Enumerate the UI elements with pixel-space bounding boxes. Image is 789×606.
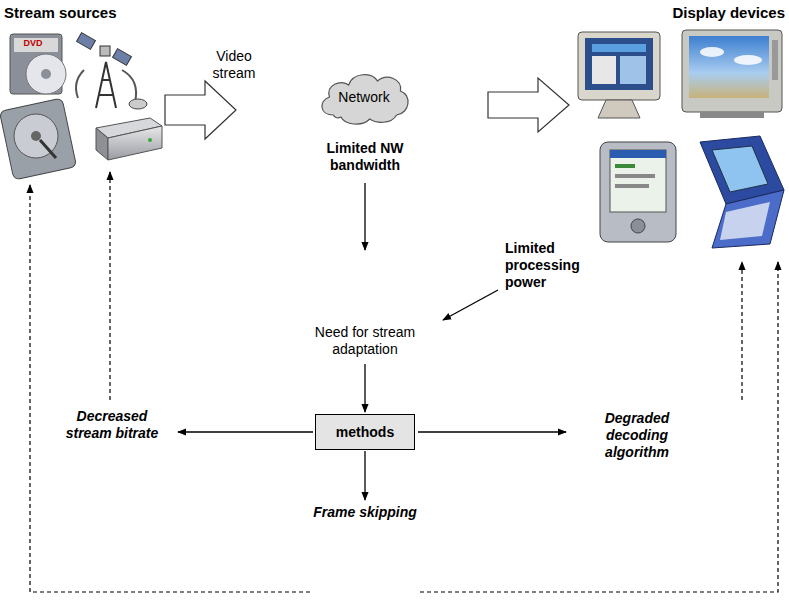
feedback-arrows [30,172,778,592]
node-text: methods [336,424,394,441]
set-top-box-icon [96,118,162,160]
tv-icon [682,30,782,118]
constraint-label: Limited NW bandwidth [300,140,430,174]
dvd-icon [10,34,66,94]
stream-arrow [165,81,236,139]
need-label: Need for stream adaptation [295,324,435,358]
stream-arrow [488,78,569,132]
hard-disk-icon [0,98,77,180]
constraint-label: Limited processing power [505,240,595,290]
method-box: methods [315,414,415,450]
logo-text: DVD [18,38,48,49]
method-label: Degraded decoding algorithm [576,410,698,460]
node-text: Network [338,89,389,106]
method-label: Frame skipping [310,504,420,521]
network-cloud: Network [316,67,412,127]
computer-monitor-icon [578,32,660,118]
method-label: Decreased stream bitrate [62,408,162,442]
mobile-phone-icon [700,136,784,248]
pda-icon [600,142,676,242]
flow-label: Video stream [196,48,272,82]
group-heading: Stream sources [4,4,154,22]
flow-arrows [178,183,566,500]
group-heading: Display devices [640,4,785,22]
satellite-tower-icon [76,33,147,109]
